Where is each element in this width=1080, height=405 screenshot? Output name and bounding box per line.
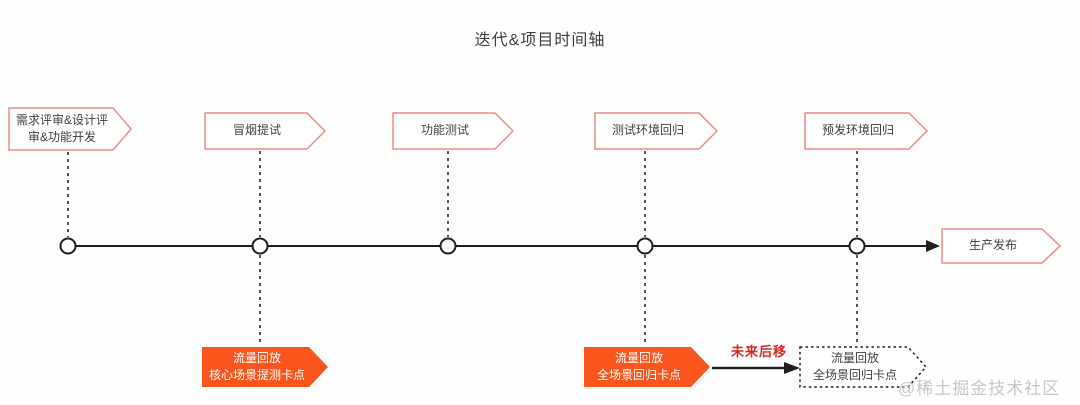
- diagram-title: 迭代&项目时间轴: [474, 32, 606, 49]
- milestone-label: 需求评审&设计评审&功能开发: [15, 112, 108, 144]
- milestone-label: 测试环境回归: [611, 123, 684, 138]
- gate-label-line1: 流量回放: [232, 350, 281, 365]
- timeline-arrowhead-icon: [926, 240, 940, 252]
- gate-label-line2: 核心场景提测卡点: [208, 368, 305, 382]
- milestone-pre-release-regression: 预发环境回归: [804, 112, 928, 150]
- timeline-node: [251, 237, 269, 255]
- timeline-node: [59, 237, 77, 255]
- milestone-functional-test: 功能测试: [392, 112, 514, 150]
- end-node-production-release: 生产发布: [941, 228, 1061, 264]
- gate-label-line1: 流量回放: [830, 350, 879, 365]
- future-shift-arrowhead-icon: [784, 362, 800, 374]
- milestone-label: 冒烟提试: [232, 123, 281, 138]
- milestone-label: 预发环境回归: [821, 123, 894, 138]
- milestone-test-env-regression: 测试环境回归: [594, 112, 718, 150]
- watermark: @稀土掘金技术社区: [898, 379, 1061, 398]
- timeline-node: [439, 237, 457, 255]
- gate-core-scenario: 流量回放 核心场景提测卡点: [202, 347, 328, 387]
- milestone-label: 功能测试: [420, 123, 469, 138]
- future-shift-label: 未来后移: [730, 344, 787, 359]
- gate-full-scenario: 流量回放 全场景回归卡点: [584, 347, 710, 387]
- end-node-label: 生产发布: [968, 238, 1017, 253]
- milestone-requirements: 需求评审&设计评审&功能开发: [8, 107, 132, 151]
- milestone-smoke-test: 冒烟提试: [204, 112, 326, 150]
- gate-label-line2: 全场景回归卡点: [812, 368, 897, 382]
- gate-label-line2: 全场景回归卡点: [596, 368, 681, 382]
- timeline-node: [848, 237, 866, 255]
- gate-label-line1: 流量回放: [614, 350, 663, 365]
- timeline-node: [636, 237, 654, 255]
- gate-future-full-scenario: 流量回放 全场景回归卡点: [799, 346, 927, 388]
